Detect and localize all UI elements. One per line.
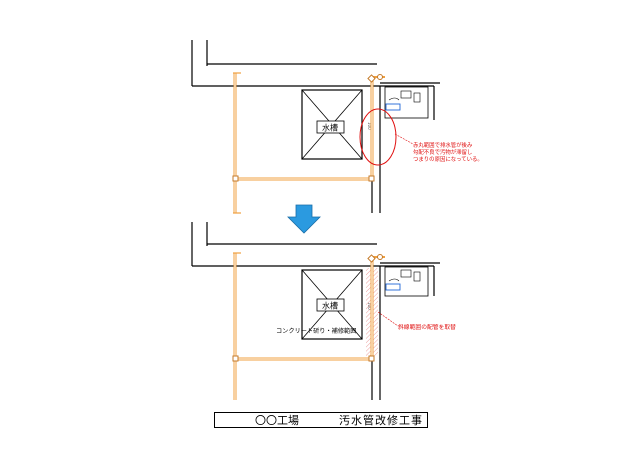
wall-outline — [191, 40, 440, 213]
project-name: 汚水管改修工事 — [339, 414, 423, 427]
title-block: 〇〇工場 汚水管改修工事 — [214, 412, 428, 428]
toilet-room — [384, 86, 429, 119]
replacement-annotation: 斜線範囲の配管を取替 — [398, 323, 456, 331]
before-plan: 水槽 100 赤丸範囲で排水管が後み 勾配不良で汚物が滞留し つまりの原因になっ… — [191, 40, 483, 214]
pipe-size-label: 100 — [367, 122, 372, 130]
down-arrow-icon — [287, 204, 321, 234]
sewage-pipe — [233, 252, 385, 400]
sewage-pipe — [233, 72, 385, 214]
repair-range-label: コンクリート斫り・補修範囲 — [276, 327, 356, 335]
wall-outline — [191, 222, 440, 400]
problem-annotation-line-2: 勾配不良で汚物が滞留し — [413, 148, 472, 156]
problem-annotation-line-3: つまりの原因になっている。 — [413, 156, 483, 163]
company-name: 〇〇工場 — [255, 414, 299, 427]
leader-line — [377, 311, 399, 327]
pipe-joint — [368, 175, 375, 182]
pipe-joint — [368, 355, 375, 362]
pipe-joint — [367, 254, 376, 263]
problem-annotation-line-1: 赤丸範囲で排水管が後み — [413, 141, 473, 149]
after-plan: 水槽 100 コンクリート斫り・補修範囲 斜線範囲の配管を取替 — [191, 222, 456, 400]
tank-label: 水槽 — [322, 301, 338, 311]
pipe-joint — [232, 175, 239, 182]
leader-line — [394, 133, 414, 145]
toilet-room — [384, 266, 429, 297]
pipe-joint — [232, 355, 239, 362]
pipe-fitting — [377, 254, 383, 260]
water-tank — [301, 89, 363, 160]
pipe-joint — [367, 74, 376, 83]
pipe-fitting — [377, 74, 383, 80]
water-tank — [301, 269, 363, 340]
problem-area-circle — [359, 108, 397, 166]
tank-label: 水槽 — [322, 123, 338, 133]
